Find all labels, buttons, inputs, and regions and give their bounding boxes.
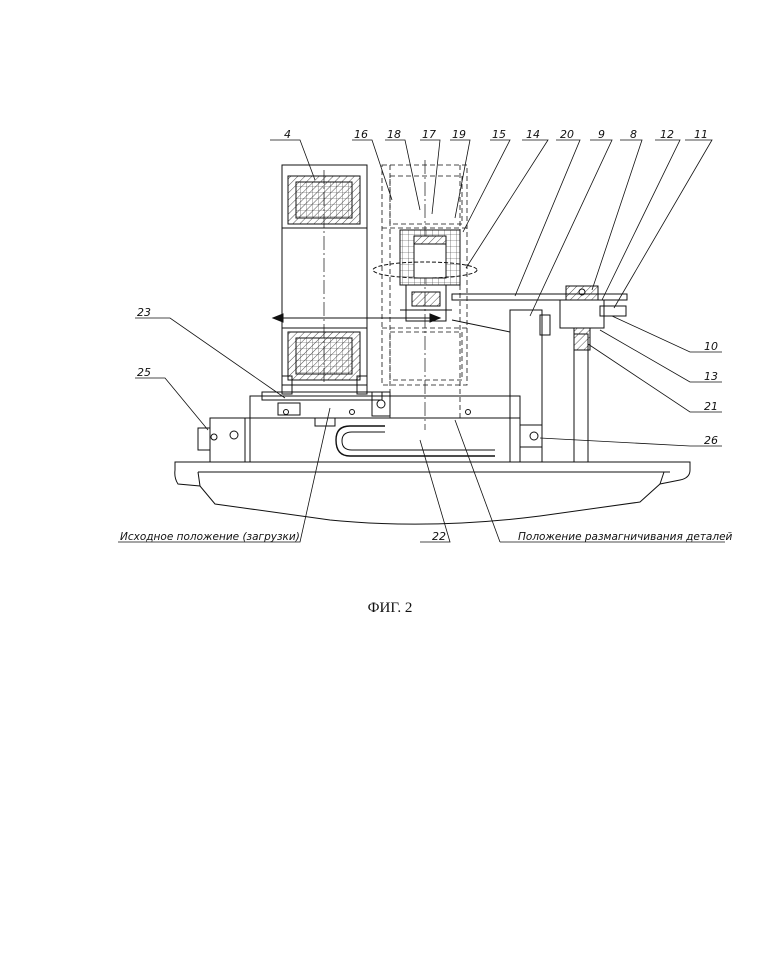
label-23: 23 xyxy=(137,306,151,319)
column xyxy=(510,310,542,462)
label-15: 15 xyxy=(492,128,506,141)
label-22: 22 xyxy=(432,530,446,543)
label-26: 26 xyxy=(704,434,718,447)
inner-coil xyxy=(373,230,477,285)
label-25: 25 xyxy=(137,366,151,379)
caption-initial-position: Исходное положение (загрузки) xyxy=(120,531,300,543)
label-21: 21 xyxy=(704,400,718,413)
cable xyxy=(336,426,495,456)
label-16: 16 xyxy=(354,128,368,141)
label-10: 10 xyxy=(704,340,718,353)
coil-assembly-left xyxy=(282,165,367,394)
label-9: 9 xyxy=(598,128,605,141)
label-13: 13 xyxy=(704,370,718,383)
label-11: 11 xyxy=(694,128,708,141)
label-8: 8 xyxy=(630,128,637,141)
figure-caption: ФИГ. 2 xyxy=(0,600,780,617)
label-14: 14 xyxy=(526,128,540,141)
label-18: 18 xyxy=(387,128,401,141)
label-19: 19 xyxy=(452,128,466,141)
label-20: 20 xyxy=(560,128,574,141)
right-post xyxy=(574,334,588,462)
base-plate xyxy=(175,462,690,524)
label-17: 17 xyxy=(422,128,436,141)
caption-demagnetization-position: Положение размагничивания деталей xyxy=(518,531,733,543)
label-4: 4 xyxy=(284,128,291,141)
label-12: 12 xyxy=(660,128,674,141)
